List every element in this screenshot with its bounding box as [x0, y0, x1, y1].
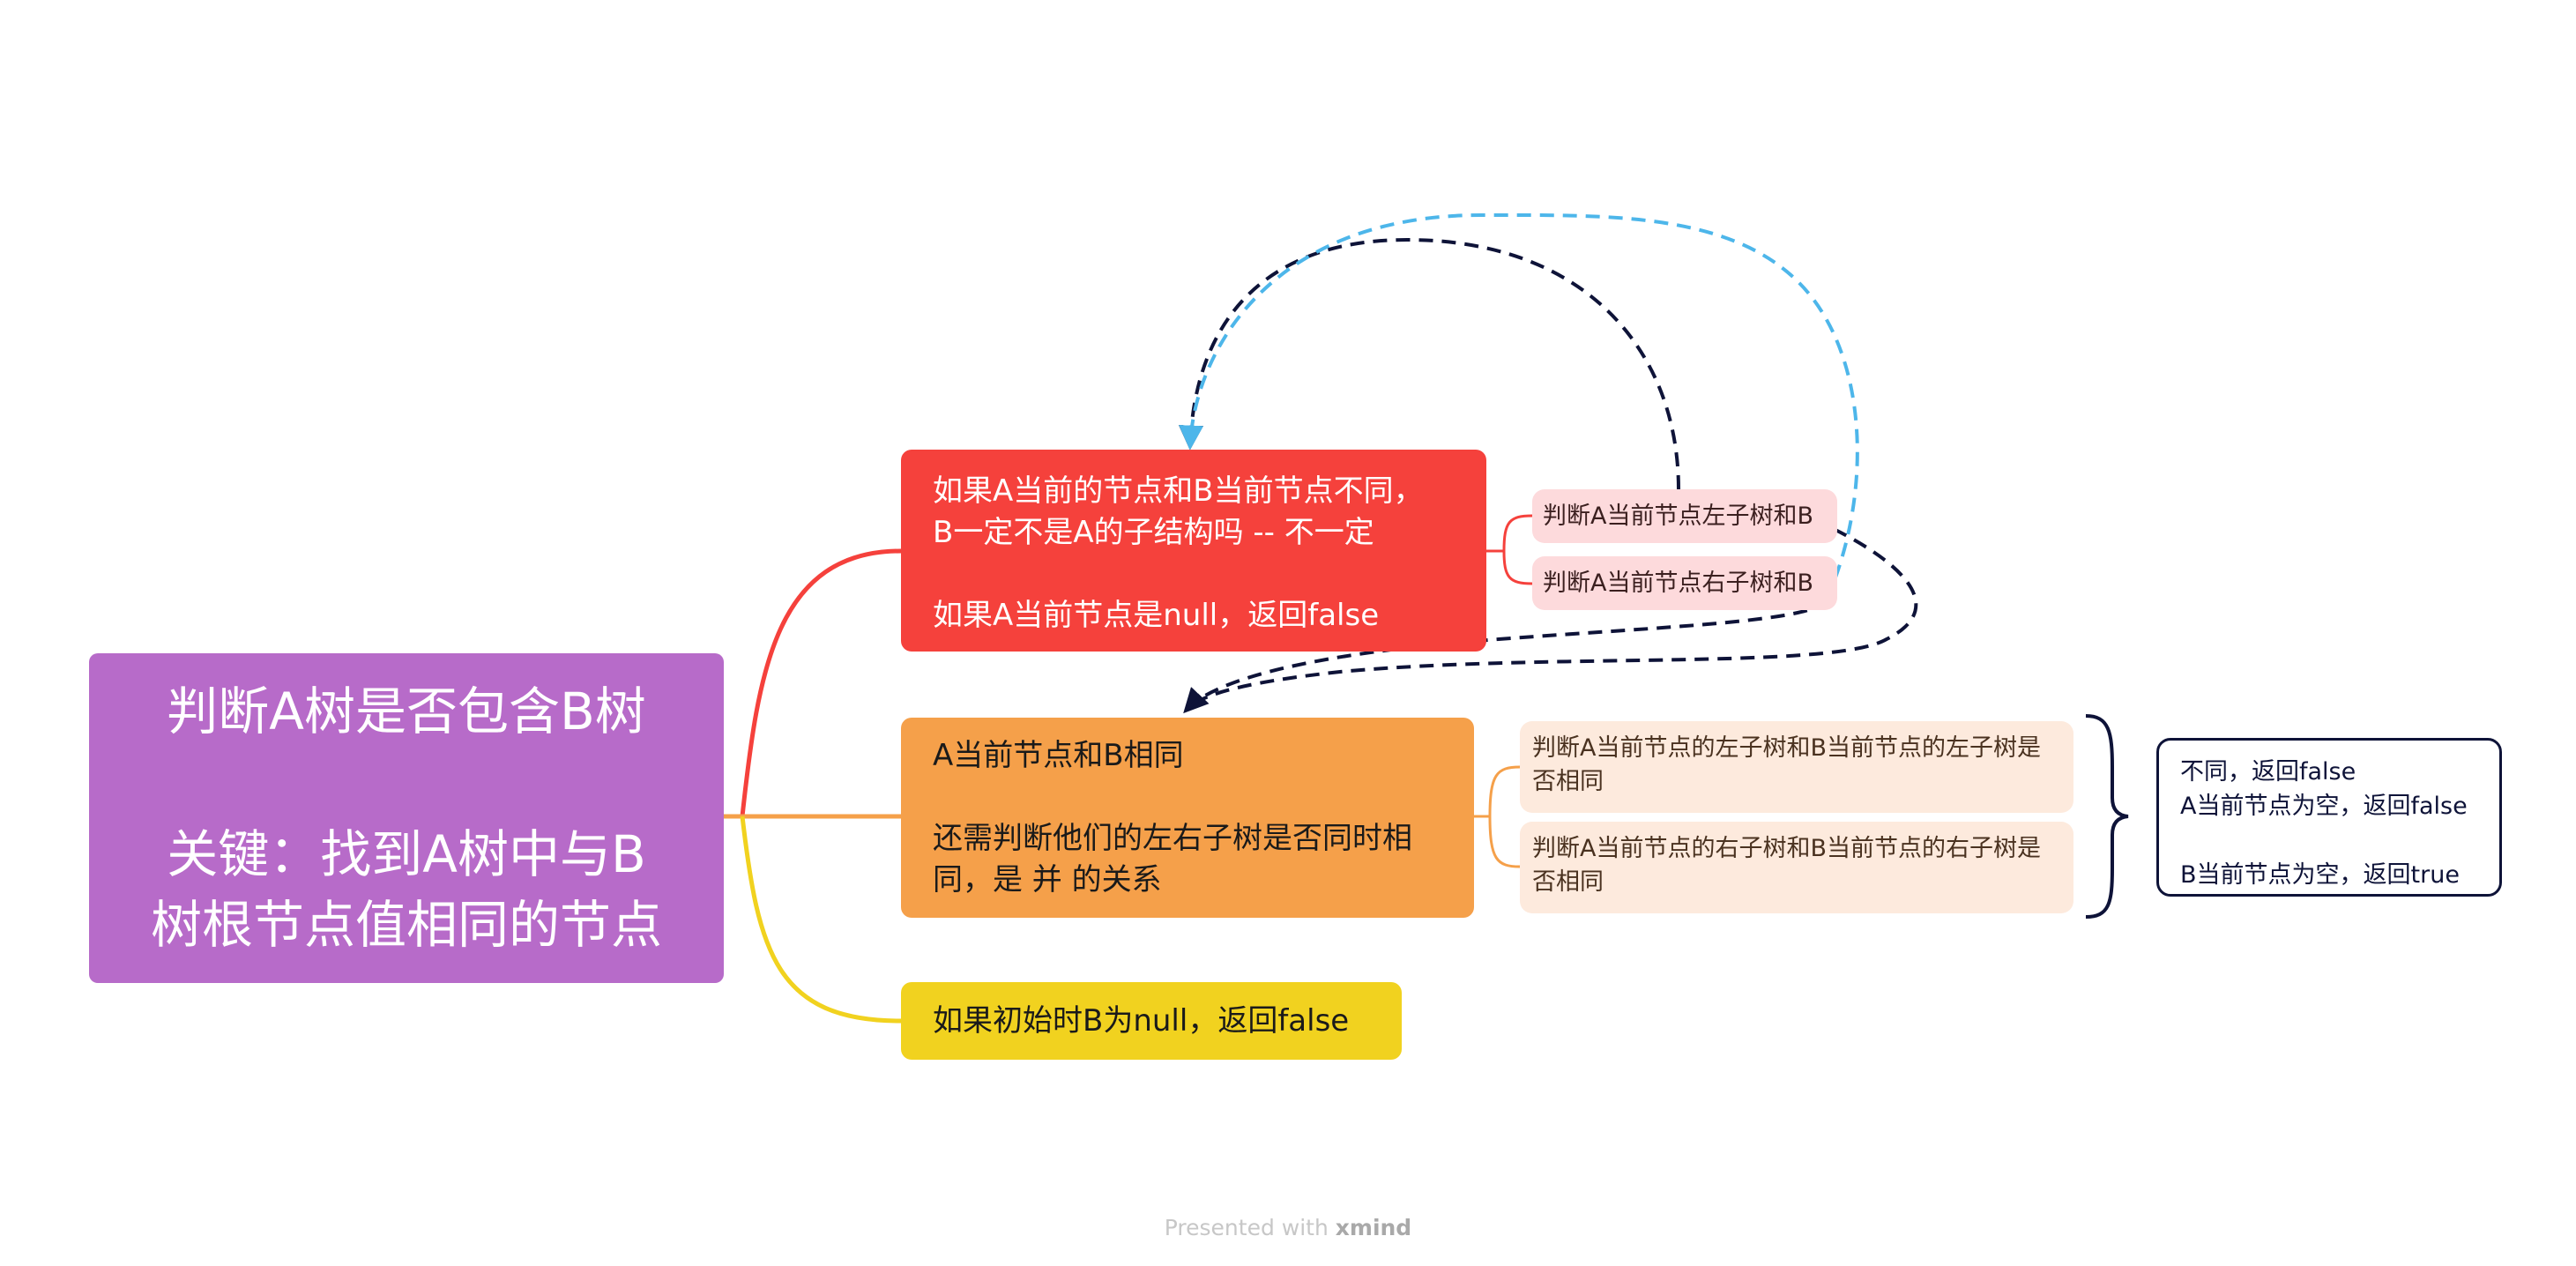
- watermark-brand: xmind: [1335, 1215, 1412, 1240]
- summary-brace: [2085, 714, 2129, 919]
- connector-red-children: [1486, 514, 1533, 585]
- root-topic[interactable]: 判断A树是否包含B树 关键：找到A树中与B 树根节点值相同的节点: [89, 653, 724, 983]
- topic-nodes-differ[interactable]: 如果A当前的节点和B当前节点不同， B一定不是A的子结构吗 -- 不一定 如果A…: [901, 450, 1486, 652]
- connector-root-red: [740, 548, 902, 817]
- connector-orange-children: [1474, 765, 1521, 868]
- subtopic-compare-right-subtrees[interactable]: 判断A当前节点的右子树和B当前节点的右子树是否相同: [1520, 822, 2073, 913]
- root-topic-title: 判断A树是否包含B树: [167, 681, 646, 741]
- xmind-watermark: Presented with xmind: [0, 1215, 2576, 1240]
- connector-root-yellow: [740, 815, 902, 1024]
- relationship-right-to-orange: [1185, 598, 1828, 711]
- relationship-left-to-red: [1178, 237, 1680, 490]
- watermark-prefix: Presented with: [1164, 1215, 1336, 1240]
- subtopic-check-left-subtree[interactable]: 判断A当前节点左子树和B: [1532, 489, 1837, 543]
- summary-topic[interactable]: 不同，返回false A当前节点为空，返回false B当前节点为空，返回tru…: [2156, 738, 2502, 897]
- root-topic-key-line1: 关键：找到A树中与B: [167, 824, 646, 884]
- relationship-left-to-orange: [1183, 527, 1918, 714]
- subtopic-compare-left-subtrees[interactable]: 判断A当前节点的左子树和B当前节点的左子树是否相同: [1520, 721, 2073, 813]
- subtopic-check-right-subtree[interactable]: 判断A当前节点右子树和B: [1532, 556, 1837, 610]
- relationship-right-to-red: [1179, 212, 1859, 600]
- root-topic-key-line2: 树根节点值相同的节点: [150, 895, 662, 955]
- topic-b-null-initially[interactable]: 如果初始时B为null，返回false: [901, 982, 1402, 1060]
- topic-nodes-same[interactable]: A当前节点和B相同 还需判断他们的左右子树是否同时相 同，是 并 的关系: [901, 718, 1474, 918]
